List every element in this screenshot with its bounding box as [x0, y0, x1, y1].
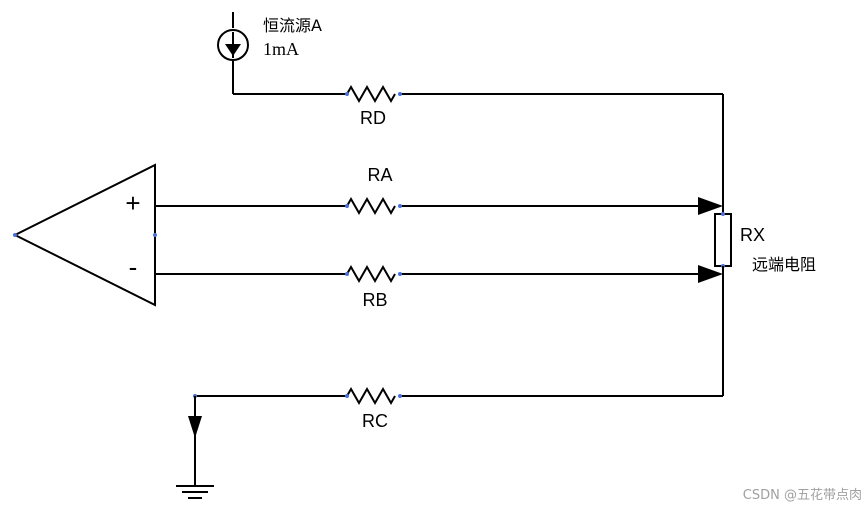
resistor-rx-pin-top — [721, 212, 725, 216]
amplifier-triangle — [12, 163, 156, 307]
resistor-rc-pin-right — [398, 394, 402, 398]
resistor-rx — [714, 213, 732, 267]
resistor-ra-pin-left — [345, 204, 349, 208]
resistor-rd-pin-left — [345, 92, 349, 96]
resistor-rc-label: RC — [362, 411, 388, 431]
watermark-text: CSDN @五花带点肉 — [743, 487, 862, 503]
resistor-rb-pin-left — [345, 272, 349, 276]
current-source — [217, 12, 249, 94]
remote-resistor-label: 远端电阻 — [752, 255, 816, 274]
resistor-rx-label: RX — [740, 225, 765, 245]
resistor-rb-pin-right — [398, 272, 402, 276]
current-source-arrow-head — [225, 44, 241, 56]
resistor-rb-label: RB — [362, 290, 387, 310]
resistor-rd-label: RD — [360, 108, 386, 128]
resistor-rd — [346, 84, 396, 104]
source-name-label: 恒流源A — [263, 16, 322, 35]
amplifier-output-pin — [13, 233, 17, 237]
amplifier-plus-sign: + — [125, 188, 140, 218]
source-current-label: 1mA — [263, 39, 299, 59]
amplifier-mid-pin — [153, 233, 157, 237]
ground-arrow-head — [188, 416, 202, 438]
resistor-ra-pin-right — [398, 204, 402, 208]
resistor-ra-label: RA — [367, 165, 392, 185]
resistor-rd-pin-right — [398, 92, 402, 96]
amplifier-minus-sign: - — [129, 252, 138, 282]
resistor-rc-pin-left — [345, 394, 349, 398]
ra-arrow-head — [698, 197, 723, 215]
resistor-ra — [346, 196, 396, 216]
resistor-rc — [346, 386, 396, 406]
ground-symbol — [176, 396, 214, 499]
rb-arrow-head — [698, 265, 723, 283]
resistor-rb — [346, 264, 396, 284]
